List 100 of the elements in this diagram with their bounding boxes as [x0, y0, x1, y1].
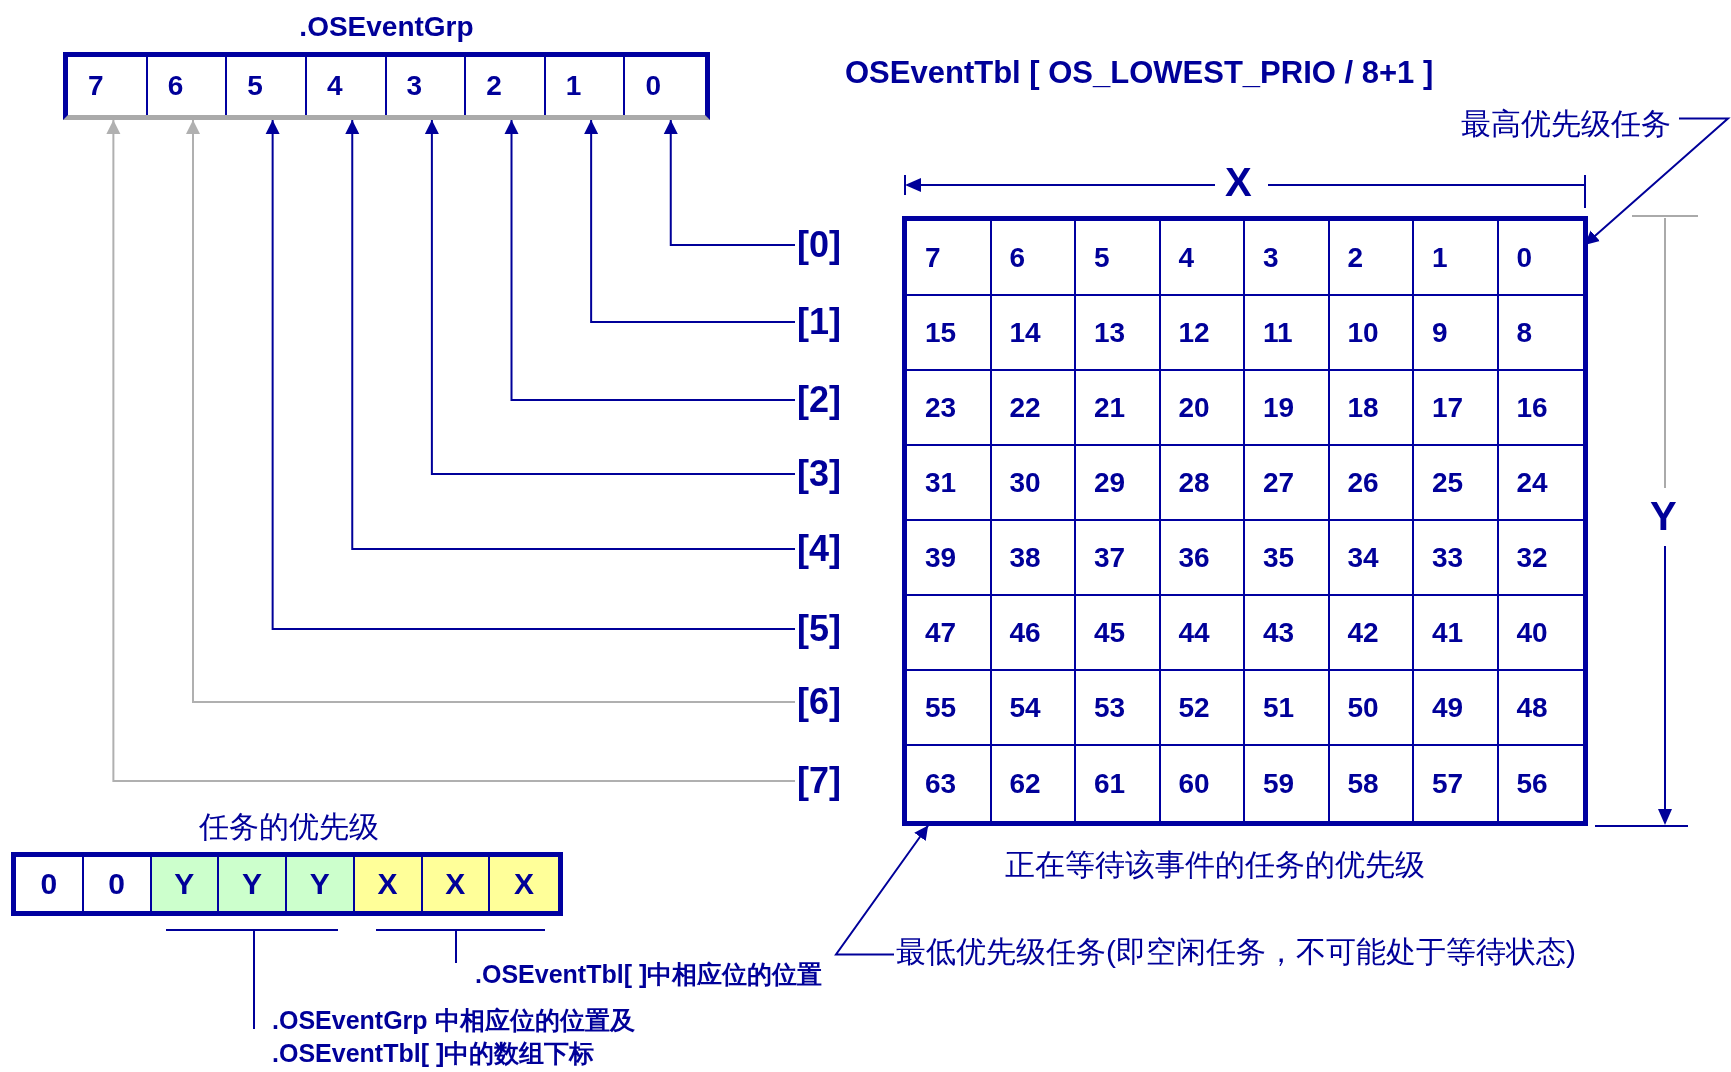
table-cell: 0 [1498, 221, 1583, 296]
table-cell: 13 [1076, 296, 1161, 371]
table-cell: 48 [1498, 671, 1583, 746]
table-cell: 33 [1414, 521, 1499, 596]
table-cell: 5 [1076, 221, 1161, 296]
table-cell: 23 [907, 371, 992, 446]
table-cell: 10 [1329, 296, 1414, 371]
table-cell: 43 [1245, 596, 1330, 671]
table-cell: 3 [1245, 221, 1330, 296]
arrow [265, 119, 796, 630]
table-cell: 9 [1414, 296, 1499, 371]
table-cell: 49 [1414, 671, 1499, 746]
dimension-label: Y [1650, 494, 1677, 539]
table-cell: 51 [1245, 671, 1330, 746]
bit-cell: X [354, 857, 423, 911]
bit-cell: 6 [147, 57, 228, 115]
table-cell: 16 [1498, 371, 1583, 446]
table-cell: 12 [1160, 296, 1245, 371]
table-cell: 20 [1160, 371, 1245, 446]
table-cell: 37 [1076, 521, 1161, 596]
table-cell: 57 [1414, 746, 1499, 821]
index-label: [7] [797, 760, 841, 802]
table-cell: 46 [991, 596, 1076, 671]
bit-cell: 0 [625, 57, 705, 115]
bit-cell: 2 [466, 57, 546, 115]
arrow [106, 119, 796, 782]
table-cell: 34 [1329, 521, 1414, 596]
bit-cell: Y [219, 857, 287, 911]
table-cell: 63 [907, 746, 992, 821]
register-title: 任务的优先级 [199, 809, 379, 845]
table-cell: 22 [991, 371, 1076, 446]
table-cell: 52 [1160, 671, 1245, 746]
table-cell: 31 [907, 446, 992, 521]
table-cell: 56 [1498, 746, 1583, 821]
index-label: [3] [797, 453, 841, 495]
table-cell: 15 [907, 296, 992, 371]
index-label: [4] [797, 528, 841, 570]
table-cell: 44 [1160, 596, 1245, 671]
arrow [424, 119, 796, 475]
table-cell: 2 [1329, 221, 1414, 296]
register-title: .OSEventGrp [298, 11, 475, 43]
table-cell: 50 [1329, 671, 1414, 746]
table-cell: 7 [907, 221, 992, 296]
table-cell: 30 [991, 446, 1076, 521]
table-cell: 53 [1076, 671, 1161, 746]
table-cell: 39 [907, 521, 992, 596]
bit-cell: 5 [227, 57, 307, 115]
table-cell: 47 [907, 596, 992, 671]
index-label: [2] [797, 379, 841, 421]
callout-text: 最低优先级任务(即空闲任务，不可能处于等待状态) [896, 932, 1576, 973]
table-cell: 35 [1245, 521, 1330, 596]
bit-cell: 1 [545, 57, 626, 115]
table-cell: 24 [1498, 446, 1583, 521]
table-cell: 36 [1160, 521, 1245, 596]
table-cell: 19 [1245, 371, 1330, 446]
callout-text: 最高优先级任务 [1461, 104, 1671, 145]
arrow [663, 119, 796, 246]
table-cell: 38 [991, 521, 1076, 596]
bit-cell: 4 [306, 57, 387, 115]
table-cell: 14 [991, 296, 1076, 371]
table-cell: 29 [1076, 446, 1161, 521]
annotation-text: .OSEventTbl[ ]中相应位的位置 [475, 959, 823, 990]
annotation-text: .OSEventGrp 中相应位的位置及 .OSEventTbl[ ]中的数组下标 [272, 1005, 636, 1069]
table-cell: 40 [1498, 596, 1583, 671]
bit-cell: Y [287, 857, 355, 911]
arrow [584, 119, 796, 323]
table-cell: 61 [1076, 746, 1161, 821]
index-label: [0] [797, 224, 841, 266]
table-cell: 60 [1160, 746, 1245, 821]
table-caption: 正在等待该事件的任务的优先级 [1005, 847, 1425, 883]
table-cell: 42 [1329, 596, 1414, 671]
table-cell: 4 [1160, 221, 1245, 296]
table-cell: 55 [907, 671, 992, 746]
table-cell: 11 [1245, 296, 1330, 371]
bit-cell: 3 [386, 57, 467, 115]
table-cell: 18 [1329, 371, 1414, 446]
table-cell: 25 [1414, 446, 1499, 521]
table-cell: 32 [1498, 521, 1583, 596]
table-cell: 27 [1245, 446, 1330, 521]
table-cell: 1 [1414, 221, 1499, 296]
arrow [345, 119, 796, 550]
table-cell: 41 [1414, 596, 1499, 671]
table-cell: 26 [1329, 446, 1414, 521]
bit-cell: X [422, 857, 491, 911]
table-cell: 8 [1498, 296, 1583, 371]
dimension-label: X [1225, 160, 1252, 205]
table-cell: 45 [1076, 596, 1161, 671]
table-cell: 21 [1076, 371, 1161, 446]
index-label: [6] [797, 681, 841, 723]
table-cell: 59 [1245, 746, 1330, 821]
arrow [834, 824, 930, 956]
table-cell: 58 [1329, 746, 1414, 821]
arrow [186, 119, 796, 703]
table-title: OSEventTbl [ OS_LOWEST_PRIO / 8+1 ] [845, 55, 1434, 91]
bit-cell: Y [151, 857, 220, 911]
table-cell: 17 [1414, 371, 1499, 446]
bit-cell: X [490, 857, 558, 911]
arrow [504, 119, 796, 401]
table-cell: 54 [991, 671, 1076, 746]
table-cell: 28 [1160, 446, 1245, 521]
